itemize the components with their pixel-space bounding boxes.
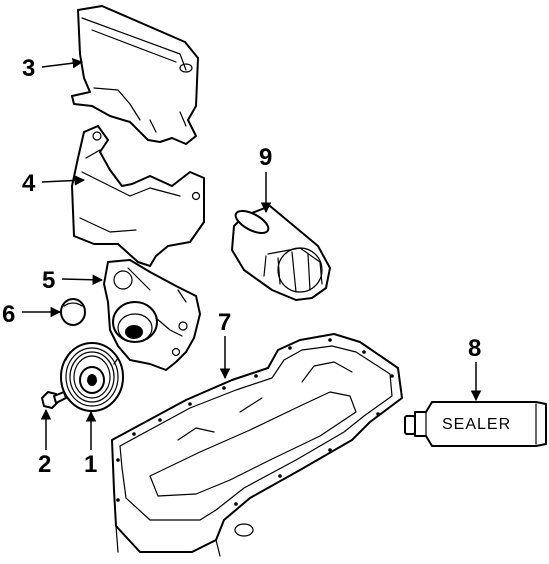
oil-filter <box>231 205 331 301</box>
sealer-tube: SEALER <box>404 401 547 447</box>
callout-5: 5 <box>42 267 104 294</box>
pulley-bolt <box>41 391 67 409</box>
callout-number-7: 7 <box>218 309 231 336</box>
callout-1: 1 <box>84 410 97 478</box>
callout-number-5: 5 <box>42 267 55 294</box>
callout-number-6: 6 <box>2 301 15 328</box>
callout-8: 8 <box>468 335 481 402</box>
plug-cap <box>60 298 86 326</box>
callout-2: 2 <box>38 408 51 478</box>
callout-4: 4 <box>22 170 86 197</box>
upper-timing-cover <box>71 5 199 145</box>
callout-number-1: 1 <box>84 451 97 478</box>
crankshaft-pulley <box>60 342 124 412</box>
callout-9: 9 <box>259 144 272 214</box>
lower-timing-cover <box>71 125 205 267</box>
callout-3: 3 <box>22 55 84 82</box>
callout-number-4: 4 <box>22 170 36 197</box>
callout-number-8: 8 <box>468 335 481 362</box>
callout-number-2: 2 <box>38 451 51 478</box>
oil-pan <box>111 333 403 557</box>
callout-6: 6 <box>2 301 62 328</box>
sealer-label: SEALER <box>442 416 511 433</box>
flange-bolt-holes <box>116 338 394 506</box>
callout-number-3: 3 <box>22 55 35 82</box>
callout-7: 7 <box>218 309 231 380</box>
callout-number-9: 9 <box>259 144 272 171</box>
oil-pump-housing <box>103 259 201 371</box>
